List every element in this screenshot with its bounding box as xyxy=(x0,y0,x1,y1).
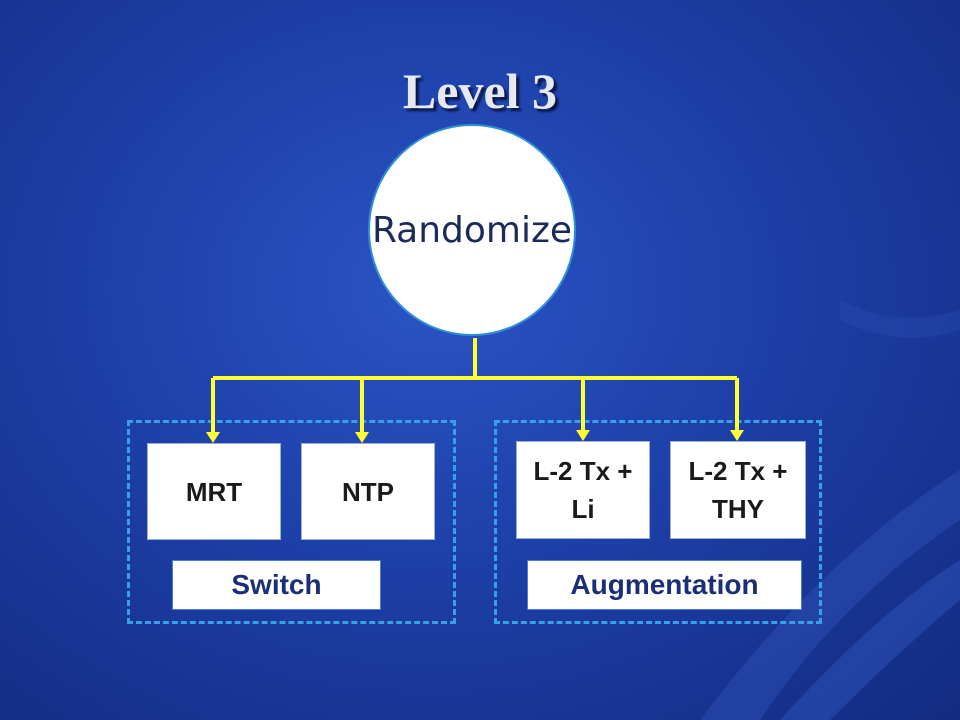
option-mrt: MRT xyxy=(147,443,281,540)
option-l2-li: L-2 Tx + Li xyxy=(516,441,650,539)
switch-group xyxy=(127,420,456,624)
arrow-to-l2-li xyxy=(576,430,590,441)
arrow-to-l2-thy xyxy=(730,430,744,441)
augmentation-group xyxy=(494,420,822,624)
option-l2-thy: L-2 Tx + THY xyxy=(670,441,806,539)
option-ntp: NTP xyxy=(301,443,435,540)
augmentation-label: Augmentation xyxy=(527,560,802,610)
randomize-label: Randomize xyxy=(371,209,573,251)
slide-title: Level 3 xyxy=(402,63,558,119)
arrow-to-mrt xyxy=(206,432,220,443)
arrow-to-ntp xyxy=(355,432,369,443)
randomize-node: Randomize xyxy=(368,124,576,336)
switch-label: Switch xyxy=(172,560,381,610)
